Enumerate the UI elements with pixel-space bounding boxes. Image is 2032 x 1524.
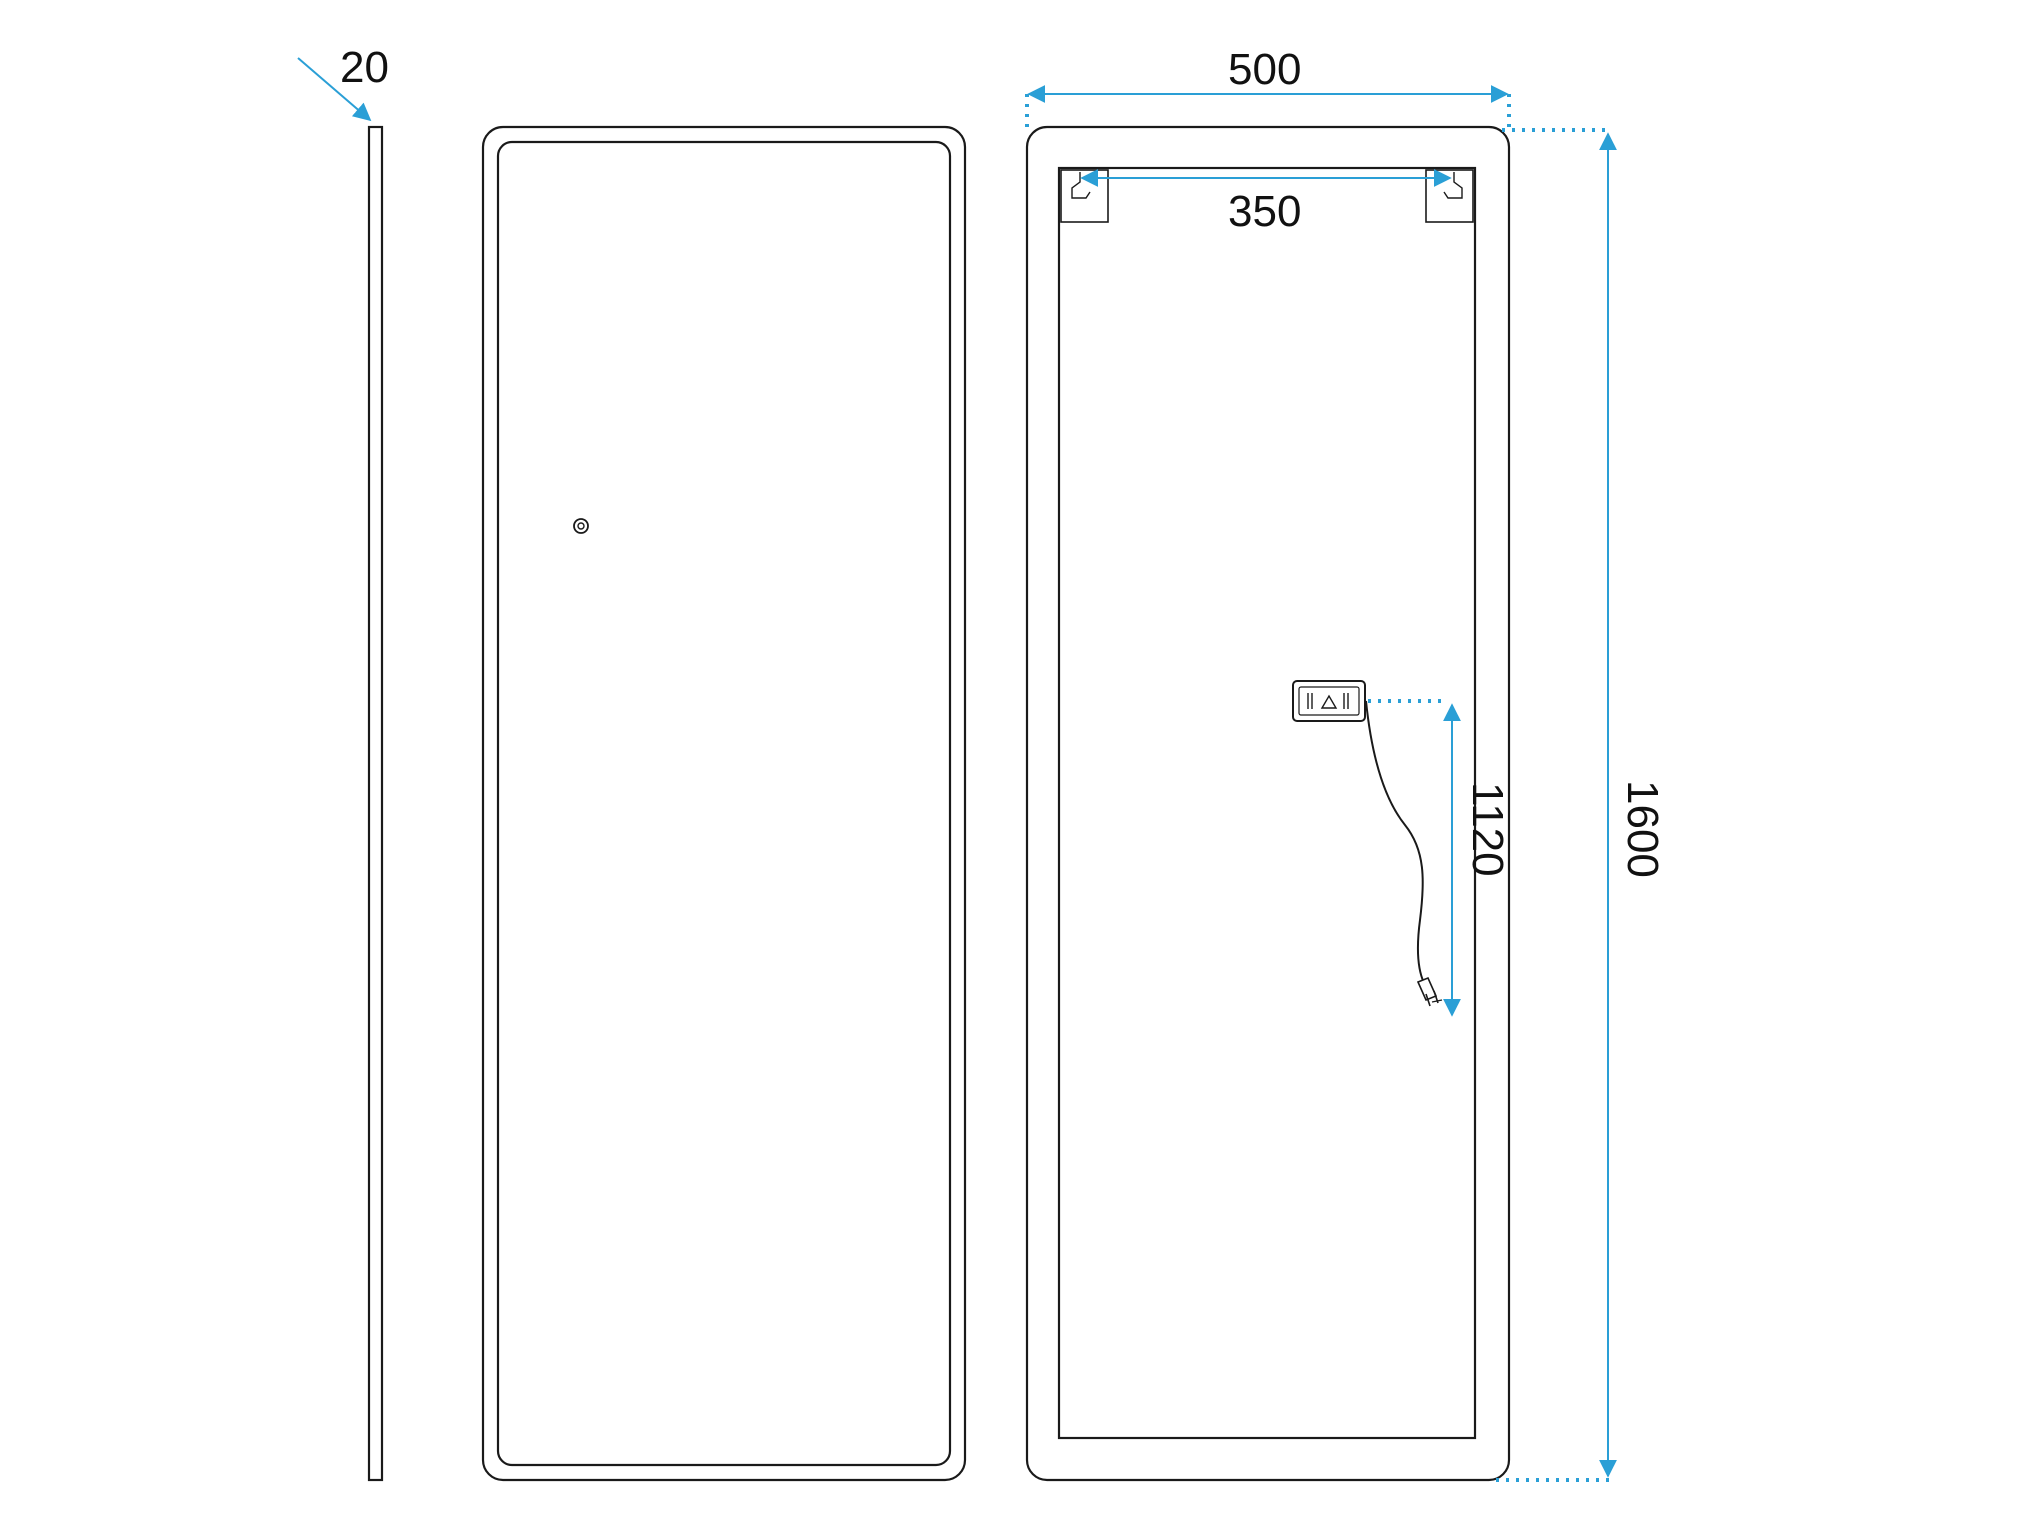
back-panel	[1057, 166, 1477, 1440]
side-view: 20	[297, 43, 389, 1482]
width-label: 500	[1228, 45, 1301, 94]
front-frame-inner	[496, 140, 952, 1467]
front-frame-outer	[481, 125, 967, 1482]
height-dimension-group: 1600	[1496, 128, 1667, 1482]
height-label: 1600	[1618, 780, 1667, 878]
thickness-label: 20	[340, 43, 389, 92]
thickness-leader	[297, 57, 372, 122]
width-dimension-group: 500	[1025, 45, 1511, 132]
touch-sensor-icon[interactable]	[573, 518, 589, 534]
power-driver-icon	[1292, 680, 1366, 722]
power-cable	[1365, 700, 1425, 984]
hanger-spacing-label: 350	[1228, 187, 1301, 236]
back-frame-outer	[1025, 125, 1511, 1482]
side-profile	[367, 125, 384, 1482]
power-plug-icon	[1416, 976, 1443, 1007]
back-view: 350 1120	[1025, 125, 1512, 1482]
outlet-height-label: 1120	[1463, 782, 1512, 877]
front-view	[481, 125, 967, 1482]
